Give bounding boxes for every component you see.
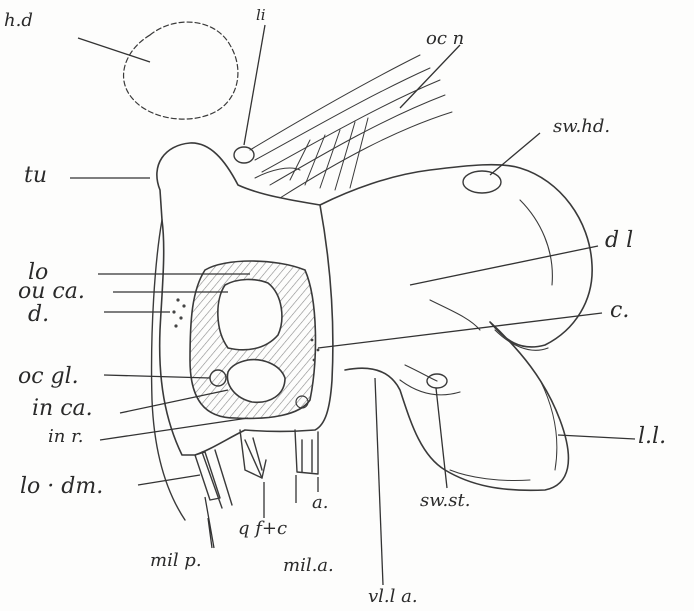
label-qfc: q f+c xyxy=(238,520,287,538)
label-todm: lo · dm. xyxy=(20,476,103,498)
label-c: c. xyxy=(610,300,629,322)
label-inca: in ca. xyxy=(32,398,93,420)
nerve-bundle xyxy=(250,55,452,198)
lower-appendages xyxy=(195,430,318,508)
label-d: d. xyxy=(28,304,49,326)
label-inr: in r. xyxy=(48,428,83,446)
main-body xyxy=(320,165,592,491)
label-a: a. xyxy=(312,494,328,512)
label-mila: mil.a. xyxy=(283,557,334,575)
label-ouca: ou ca. xyxy=(18,281,85,303)
label-vlla: vl.l a. xyxy=(368,588,418,606)
label-ocgl: oc gl. xyxy=(18,366,79,388)
label-swst: sw.st. xyxy=(420,492,470,510)
label-ocn: oc n xyxy=(426,30,464,48)
label-dl: d l xyxy=(605,230,633,252)
label-milp: mil p. xyxy=(150,552,202,570)
label-tu: tu xyxy=(24,165,47,187)
label-swhd: sw.hd. xyxy=(553,118,610,136)
capsule-ring xyxy=(190,261,315,418)
swhd-structure xyxy=(463,171,501,193)
label-hd: h.d xyxy=(4,12,33,30)
hd-structure xyxy=(124,22,238,119)
label-li: li xyxy=(256,8,266,23)
leader-lines xyxy=(70,25,635,585)
label-ll: l.l. xyxy=(638,426,666,448)
